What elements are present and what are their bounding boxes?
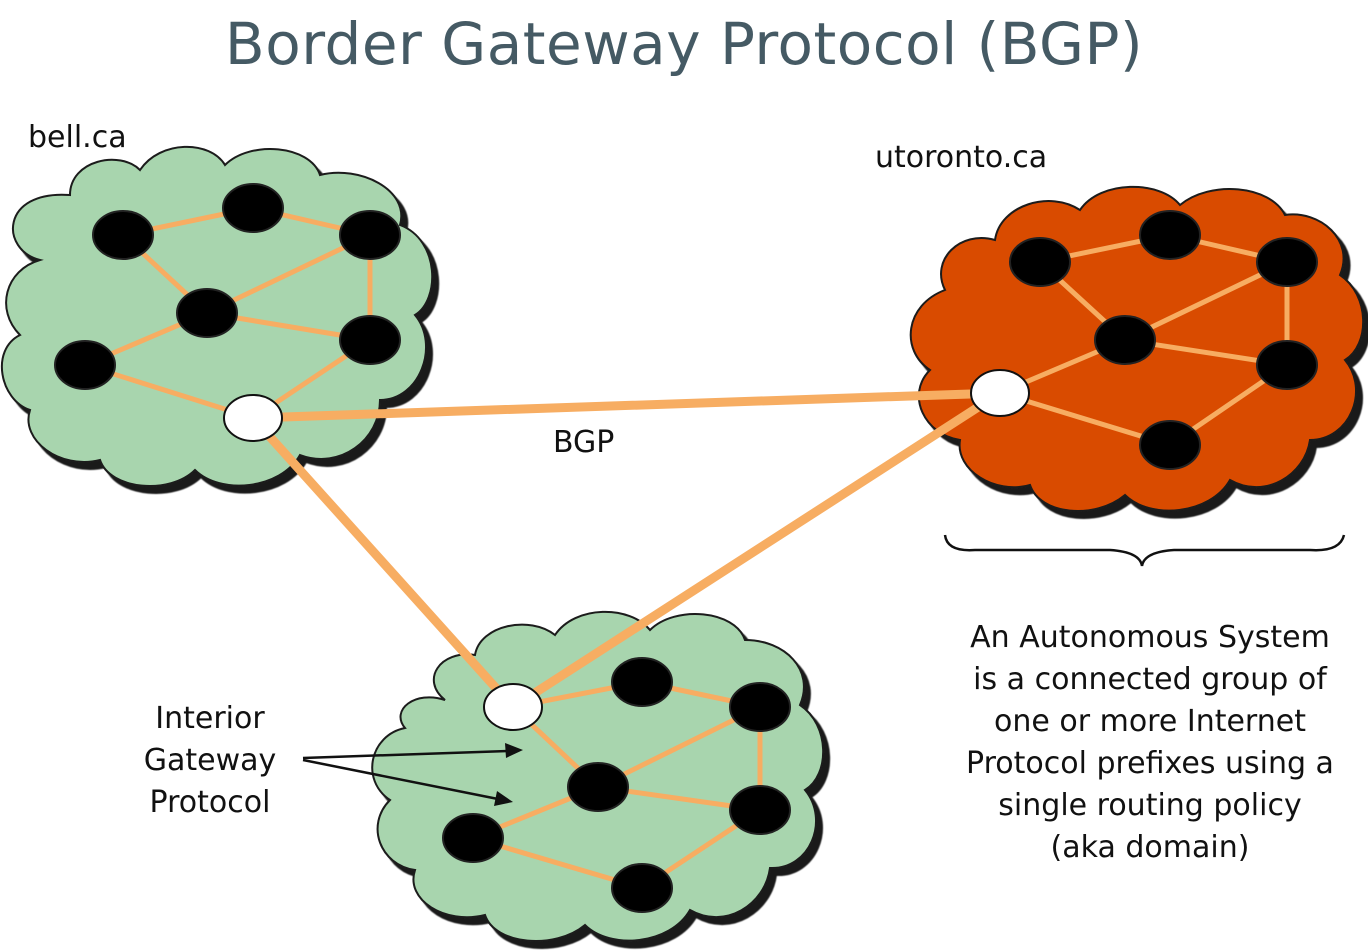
border-router: [223, 394, 283, 442]
bgp-link-interior-utoronto: [508, 388, 1005, 712]
bgp-link-bell-utoronto: [248, 388, 1005, 423]
as-definition-line: (aka domain): [1050, 830, 1250, 865]
router: [729, 785, 791, 835]
bell-as-label: bell.ca: [28, 120, 127, 155]
igp-label: Interior Gateway Protocol: [110, 698, 310, 824]
router: [611, 863, 673, 913]
router: [1094, 315, 1156, 365]
bgp-link-bell-interior: [248, 413, 518, 712]
router: [222, 183, 284, 233]
as-definition-line: single routing policy: [998, 788, 1302, 823]
router: [1009, 237, 1071, 287]
bgp-link-label: BGP: [553, 425, 615, 460]
as-definition-line: Protocol prefixes using a: [966, 746, 1334, 781]
igp-label-line: Protocol: [149, 785, 271, 820]
router: [442, 813, 504, 863]
igp-label-line: Gateway: [143, 743, 277, 778]
bgp-links: [248, 388, 1005, 712]
router: [54, 340, 116, 390]
as-definition-line: An Autonomous System: [970, 620, 1330, 655]
router: [92, 210, 154, 260]
igp-arrows: [302, 743, 523, 806]
router: [1139, 210, 1201, 260]
utoronto-as-label: utoronto.ca: [875, 140, 1048, 175]
as-definition-line: one or more Internet: [994, 704, 1306, 739]
bell-routers: [54, 183, 401, 442]
utoronto-routers: [970, 210, 1318, 470]
router: [1139, 420, 1201, 470]
router: [339, 210, 401, 260]
router: [567, 762, 629, 812]
as-definition-line: is a connected group of: [973, 662, 1327, 697]
border-router: [970, 369, 1030, 417]
interior-cloud-routers: [442, 657, 791, 913]
router: [729, 682, 791, 732]
as-definition: An Autonomous System is a connected grou…: [935, 617, 1365, 869]
as-brace: [943, 534, 1346, 567]
router: [339, 315, 401, 365]
igp-label-line: Interior: [155, 701, 265, 736]
router: [1256, 237, 1318, 287]
border-router: [483, 683, 543, 731]
router: [176, 288, 238, 338]
router: [611, 657, 673, 707]
slide-title: Border Gateway Protocol (BGP): [224, 10, 1144, 78]
router: [1256, 340, 1318, 390]
